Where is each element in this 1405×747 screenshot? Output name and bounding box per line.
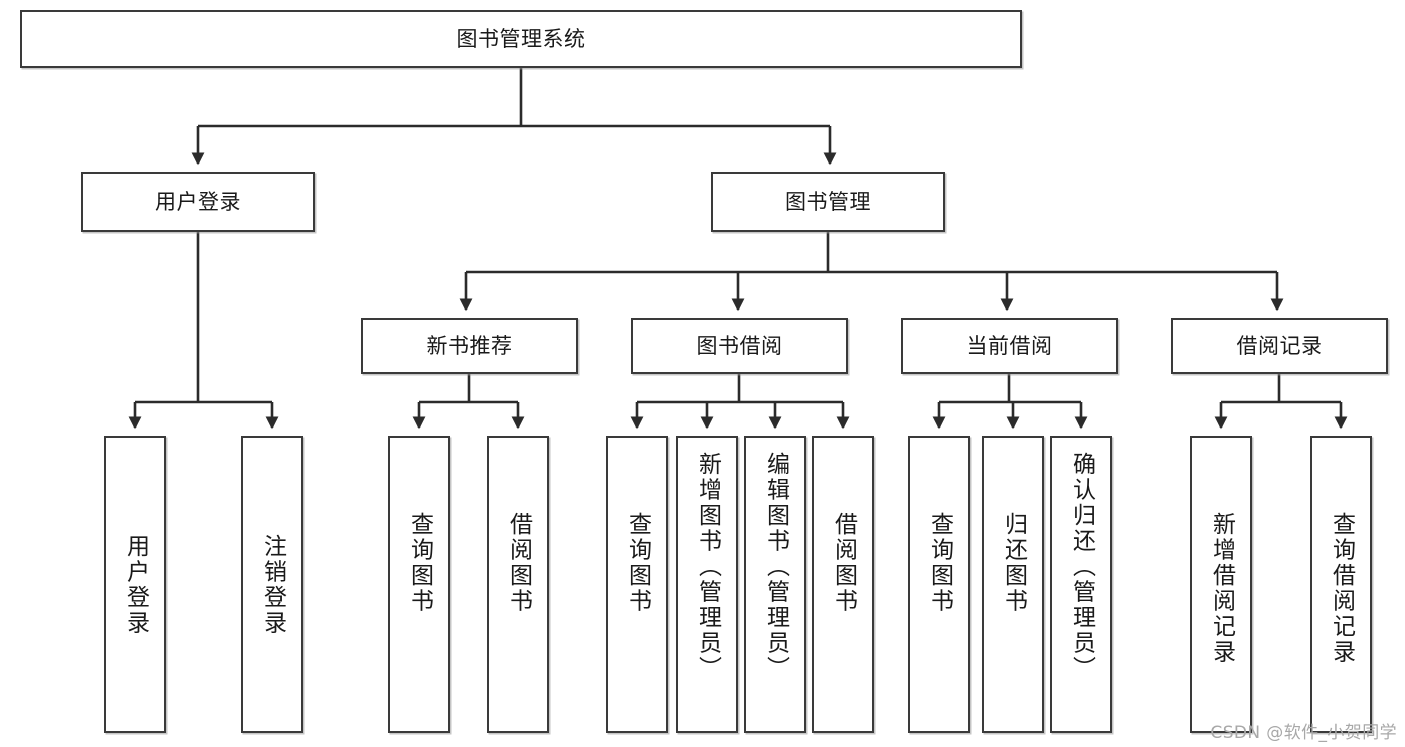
node-borrow-record[interactable]: 借阅记录 — [1171, 318, 1388, 374]
node-leaf-add-book-admin[interactable]: 新增图书（管理员） — [676, 436, 738, 733]
node-leaf-return-book[interactable]: 归还图书 — [982, 436, 1044, 733]
node-label: 用户登录 — [155, 189, 241, 214]
node-leaf-query-book-current[interactable]: 查询图书 — [908, 436, 970, 733]
node-label: 借阅图书 — [830, 512, 857, 614]
node-label: 注销登录 — [259, 534, 286, 636]
node-leaf-query-book-recommend[interactable]: 查询图书 — [388, 436, 450, 733]
node-leaf-borrow-book[interactable]: 借阅图书 — [812, 436, 874, 733]
node-book-manage[interactable]: 图书管理 — [711, 172, 945, 232]
node-label: 新书推荐 — [426, 333, 513, 358]
node-label: 查询图书 — [406, 512, 433, 614]
node-leaf-edit-book-admin[interactable]: 编辑图书（管理员） — [744, 436, 806, 733]
node-label: 图书借阅 — [696, 333, 783, 358]
node-label: 新增借阅记录 — [1208, 512, 1235, 665]
node-label: 新增图书（管理员） — [694, 452, 721, 682]
node-user-login[interactable]: 用户登录 — [81, 172, 315, 232]
node-root-system[interactable]: 图书管理系统 — [20, 10, 1022, 68]
node-leaf-user-logout[interactable]: 注销登录 — [241, 436, 303, 733]
node-label: 确认归还（管理员） — [1068, 452, 1095, 682]
node-label: 归还图书 — [1000, 512, 1027, 614]
node-leaf-user-login[interactable]: 用户登录 — [104, 436, 166, 733]
node-label: 查询借阅记录 — [1328, 512, 1355, 665]
node-current-borrow[interactable]: 当前借阅 — [901, 318, 1118, 374]
node-leaf-query-borrow-record[interactable]: 查询借阅记录 — [1310, 436, 1372, 733]
node-leaf-borrow-book-recommend[interactable]: 借阅图书 — [487, 436, 549, 733]
node-leaf-confirm-return-admin[interactable]: 确认归还（管理员） — [1050, 436, 1112, 733]
node-label: 借阅图书 — [505, 512, 532, 614]
node-leaf-add-borrow-record[interactable]: 新增借阅记录 — [1190, 436, 1252, 733]
node-label: 用户登录 — [122, 534, 149, 636]
node-label: 图书管理系统 — [456, 26, 586, 51]
node-label: 编辑图书（管理员） — [762, 452, 789, 682]
node-leaf-query-book[interactable]: 查询图书 — [606, 436, 668, 733]
node-label: 借阅记录 — [1236, 333, 1323, 358]
node-new-book-recommend[interactable]: 新书推荐 — [361, 318, 578, 374]
watermark-text: CSDN @软件_小贺同学 — [1210, 723, 1397, 743]
node-label: 当前借阅 — [966, 333, 1053, 358]
node-label: 图书管理 — [785, 189, 871, 214]
node-label: 查询图书 — [624, 512, 651, 614]
node-book-borrow[interactable]: 图书借阅 — [631, 318, 848, 374]
node-label: 查询图书 — [926, 512, 953, 614]
